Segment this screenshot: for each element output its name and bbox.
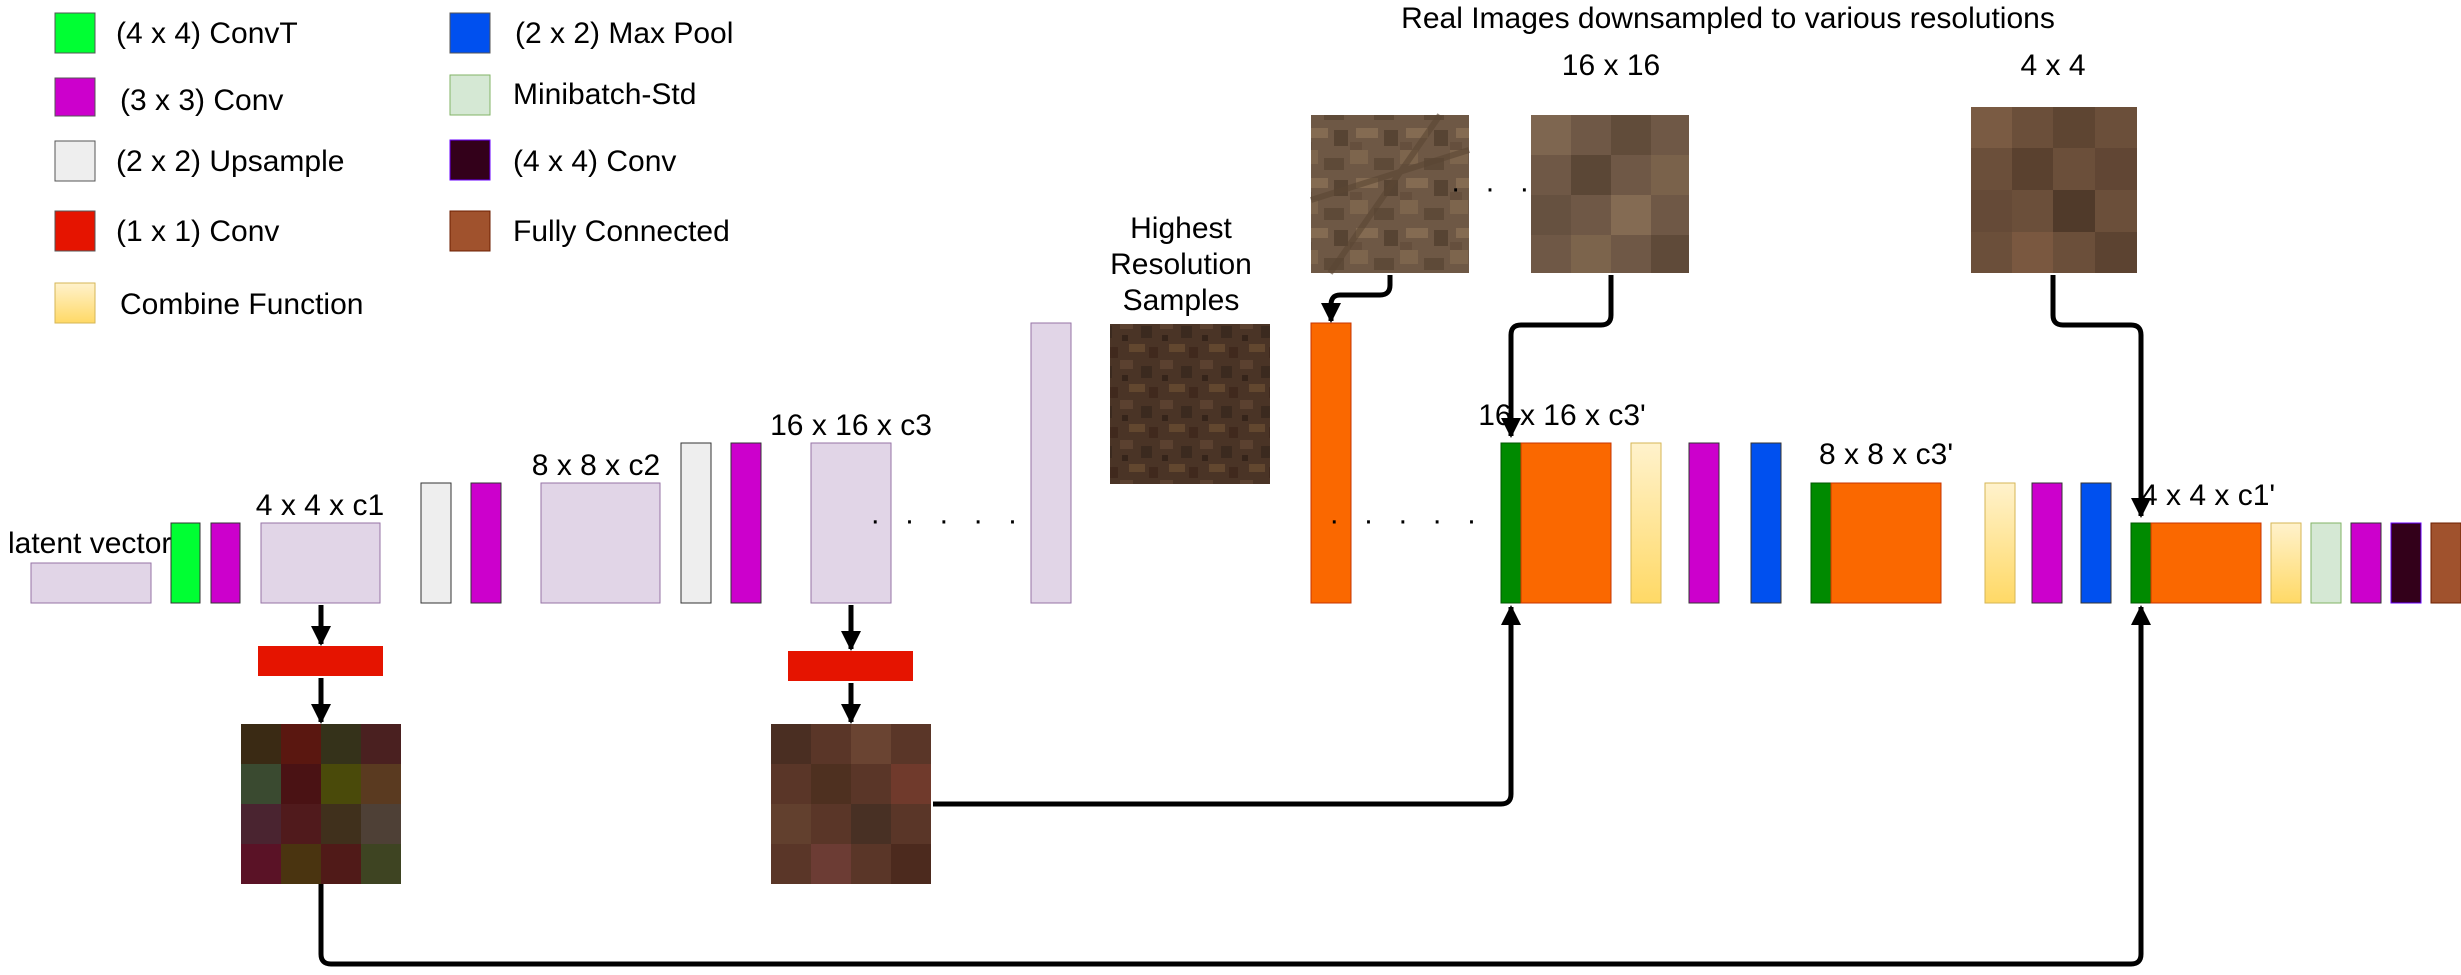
legend-label-conv1: (1 x 1) Conv <box>116 215 279 248</box>
legend-swatch-combine <box>54 282 96 324</box>
gen-conv1-output-2 <box>788 651 913 681</box>
res-16-label: 16 x 16 <box>1562 49 1660 82</box>
arrow-gen4-to-disc4 <box>318 605 2151 967</box>
legend-swatch-maxpool <box>449 12 491 54</box>
legend-item-conv3: (3 x 3) Conv <box>54 77 283 117</box>
res-4-label: 4 x 4 <box>2020 49 2085 82</box>
legend-swatch-conv4 <box>449 139 491 181</box>
legend-label-upsample: (2 x 2) Upsample <box>116 145 344 178</box>
gen-upsample-block-1 <box>420 482 452 604</box>
highest-res-label-line3: Samples <box>1123 284 1240 317</box>
arrow-real16-to-disc16 <box>1501 275 1614 438</box>
legend-label-conv4: (4 x 4) Conv <box>513 145 676 178</box>
arrow-gen16-to-disc16 <box>933 605 1521 807</box>
disc-mbstd <box>2310 522 2342 604</box>
gen-output-image-16x16 <box>771 724 931 884</box>
highest-res-label-line1: Highest <box>1130 212 1232 245</box>
legend-item-fc: Fully Connected <box>449 210 730 252</box>
legend-item-upsample: (2 x 2) Upsample <box>54 140 344 182</box>
gen-output-image-4x4 <box>241 724 401 884</box>
legend-swatch-mbstd <box>449 74 491 116</box>
gen-conv3-block-1 <box>210 522 241 604</box>
disc-block-4x4 <box>2150 522 2262 604</box>
legend-swatch-conv1 <box>54 210 96 252</box>
legend-item-convt: (4 x 4) ConvT <box>54 12 298 54</box>
disc-combine-2 <box>1984 482 2016 604</box>
gen-upsample-block-2 <box>680 442 712 604</box>
disc-block-highest <box>1310 322 1352 604</box>
gen-conv3-block-3 <box>730 442 762 604</box>
disc-concat-channel-4 <box>2130 522 2152 604</box>
disc-16x16-label: 16 x 16 x c3' <box>1478 399 1646 432</box>
legend-item-conv1: (1 x 1) Conv <box>54 210 279 252</box>
disc-fully-connected <box>2430 522 2461 604</box>
legend-item-maxpool: (2 x 2) Max Pool <box>449 12 733 54</box>
disc-block-16x16 <box>1520 442 1612 604</box>
disc-maxpool-1 <box>1750 442 1782 604</box>
real-image-4x4 <box>1971 107 2137 273</box>
disc-concat-channel-16 <box>1500 442 1522 604</box>
disc-maxpool-2 <box>2080 482 2112 604</box>
legend-item-mbstd: Minibatch-Std <box>449 74 696 116</box>
gen-feature-map-4x4 <box>260 522 381 604</box>
legend-label-mbstd: Minibatch-Std <box>513 78 696 111</box>
legend-item-combine: Combine Function <box>54 282 363 324</box>
gen-convt-block <box>170 522 201 604</box>
arrow-real-full-to-disc <box>1321 275 1393 323</box>
highest-res-label-line2: Resolution <box>1110 248 1252 281</box>
legend-label-fc: Fully Connected <box>513 215 730 248</box>
gen-feature-map-8x8 <box>540 482 661 604</box>
arrow-real4-to-disc4 <box>2050 275 2151 518</box>
legend-label-maxpool: (2 x 2) Max Pool <box>515 17 733 50</box>
disc-concat-channel-8 <box>1810 482 1832 604</box>
latent-vector-label: latent vector <box>8 527 171 560</box>
legend-swatch-upsample <box>54 140 96 182</box>
legend-item-conv4: (4 x 4) Conv <box>449 139 676 181</box>
legend-swatch-fc <box>449 210 491 252</box>
legend-swatch-convt <box>54 12 96 54</box>
legend-label-conv3: (3 x 3) Conv <box>120 84 283 117</box>
highest-res-sample-image <box>1110 324 1270 484</box>
gen-feature-map-highest <box>1030 322 1072 604</box>
disc-conv4 <box>2390 522 2422 604</box>
gen-feature-map-16x16 <box>810 442 892 604</box>
gen-8x8-label: 8 x 8 x c2 <box>532 449 660 482</box>
gen-16x16-label: 16 x 16 x c3 <box>770 409 932 442</box>
disc-conv3-1 <box>1688 442 1720 604</box>
legend-swatch-conv3 <box>54 77 96 117</box>
legend-label-combine: Combine Function <box>120 288 363 321</box>
disc-8x8-label: 8 x 8 x c3' <box>1819 438 1953 471</box>
gen-conv1-output-1 <box>258 646 383 676</box>
disc-conv3-2 <box>2031 482 2063 604</box>
real-image-full-res <box>1310 113 1470 275</box>
disc-block-8x8 <box>1830 482 1942 604</box>
disc-4x4-label: 4 x 4 x c1' <box>2141 479 2275 512</box>
gen-4x4-label: 4 x 4 x c1 <box>256 489 384 522</box>
connector-arrows <box>311 275 2151 967</box>
gen-ellipsis: · · · · · · <box>870 504 1060 537</box>
real-image-16x16 <box>1531 115 1689 273</box>
latent-vector <box>30 562 152 604</box>
disc-combine-3 <box>2270 522 2302 604</box>
real-images-title: Real Images downsampled to various resol… <box>1401 2 2055 35</box>
legend: (4 x 4) ConvT (3 x 3) Conv (2 x 2) Upsam… <box>54 12 733 324</box>
legend-label-convt: (4 x 4) ConvT <box>116 17 298 50</box>
disc-conv3-3 <box>2350 522 2382 604</box>
gen-conv3-block-2 <box>470 482 502 604</box>
disc-combine-1 <box>1630 442 1662 604</box>
disc-ellipsis: · · · · · · <box>1329 504 1519 537</box>
real-images-ellipsis: · · · <box>1451 172 1538 205</box>
